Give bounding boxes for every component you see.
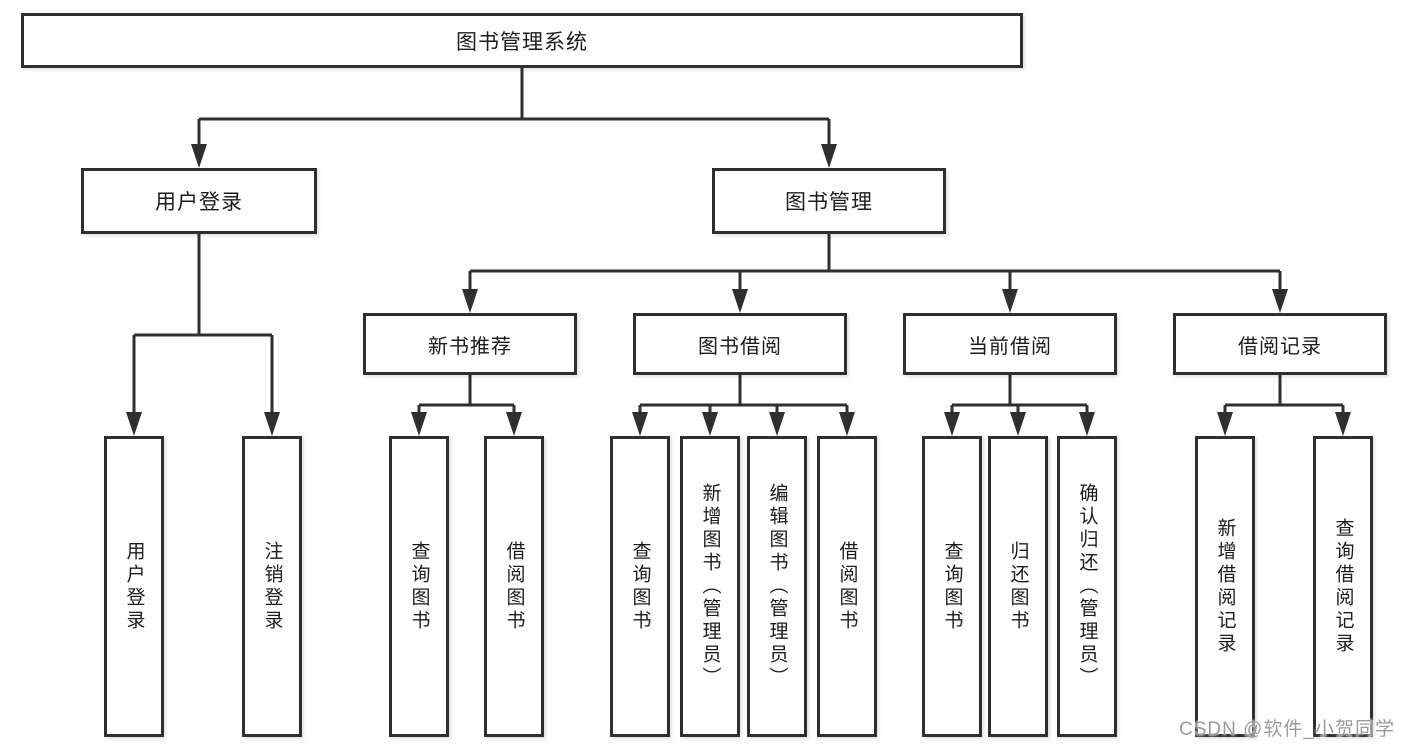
leaf-add-books-admin: 新增图书（管理员） bbox=[680, 436, 740, 737]
leaf-logout: 注销登录 bbox=[242, 436, 302, 737]
node-user-login: 用户登录 bbox=[81, 168, 317, 234]
node-root-system: 图书管理系统 bbox=[21, 13, 1023, 68]
csdn-watermark: CSDN @软件_小贺同学 bbox=[1179, 719, 1395, 740]
node-new-book-recommend: 新书推荐 bbox=[363, 313, 577, 375]
connector-current-borrow-to-leaves bbox=[944, 375, 1095, 436]
leaf-query-books-borrow: 查询图书 bbox=[610, 436, 670, 737]
node-borrow-records: 借阅记录 bbox=[1173, 313, 1387, 375]
leaf-query-books-recommend: 查询图书 bbox=[389, 436, 449, 737]
node-book-management-label: 图书管理 bbox=[785, 191, 873, 214]
connector-book-borrow-to-leaves bbox=[632, 375, 855, 436]
node-user-login-label: 用户登录 bbox=[155, 191, 243, 214]
node-current-borrow: 当前借阅 bbox=[903, 313, 1117, 375]
connector-book-management-to-sections bbox=[462, 234, 1288, 313]
node-book-management: 图书管理 bbox=[712, 168, 946, 234]
connector-root-to-level2 bbox=[191, 68, 837, 168]
connector-new-book-recommend-to-leaves bbox=[411, 375, 522, 436]
leaf-borrow-books-recommend: 借阅图书 bbox=[484, 436, 544, 737]
leaf-query-books-current: 查询图书 bbox=[922, 436, 982, 737]
leaf-confirm-return-admin: 确认归还（管理员） bbox=[1057, 436, 1117, 737]
node-book-borrow: 图书借阅 bbox=[633, 313, 847, 375]
connector-borrow-records-to-leaves bbox=[1217, 375, 1351, 436]
leaf-query-borrow-record: 查询借阅记录 bbox=[1313, 436, 1373, 737]
leaf-edit-books-admin: 编辑图书（管理员） bbox=[747, 436, 807, 737]
leaf-add-borrow-record: 新增借阅记录 bbox=[1195, 436, 1255, 737]
leaf-borrow-books: 借阅图书 bbox=[817, 436, 877, 737]
node-root-label: 图书管理系统 bbox=[456, 30, 588, 54]
leaf-user-login: 用户登录 bbox=[104, 436, 164, 737]
connector-user-login-to-leaves bbox=[126, 234, 280, 436]
leaf-return-books: 归还图书 bbox=[988, 436, 1048, 737]
